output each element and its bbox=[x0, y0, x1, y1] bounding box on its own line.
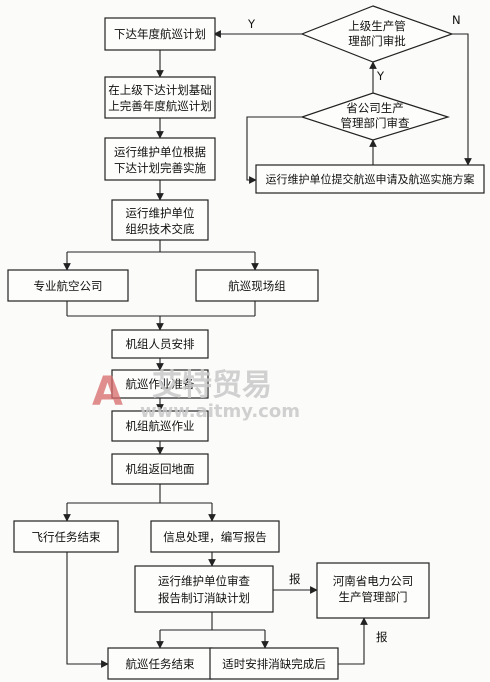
svg-text:航巡任务结束: 航巡任务结束 bbox=[126, 657, 195, 671]
node-perfect: 运行维护单位根据 下达计划完善实施 bbox=[104, 137, 216, 181]
label-yes-left: Y bbox=[247, 17, 256, 31]
svg-text:在上级下达计划基础: 在上级下达计划基础 bbox=[108, 83, 212, 97]
svg-text:适时安排消缺完成后: 适时安排消缺完成后 bbox=[222, 657, 326, 671]
label-report-1: 报 bbox=[289, 572, 301, 586]
node-prepare: 航巡作业准备 bbox=[111, 369, 209, 399]
node-review-diamond: 省公司生产 管理部门审查 bbox=[300, 92, 451, 141]
node-audit: 运行维护单位审查 报告制订消缺计划 bbox=[134, 565, 274, 613]
svg-text:运行维护单位提交航巡申请及航巡实施方案: 运行维护单位提交航巡申请及航巡实施方案 bbox=[266, 172, 475, 186]
node-approve-diamond: 上级生产管 理部门审批 bbox=[300, 5, 454, 63]
svg-text:专业航空公司: 专业航空公司 bbox=[34, 279, 103, 293]
svg-text:管理部门审查: 管理部门审查 bbox=[341, 116, 410, 130]
node-site-group: 航巡现场组 bbox=[195, 269, 319, 302]
node-flight-end: 飞行任务结束 bbox=[13, 520, 119, 553]
node-annual-plan: 下达年度航巡计划 bbox=[104, 17, 216, 51]
watermark-brand: 艾特贸易 bbox=[152, 368, 272, 403]
node-crew-patrol: 机组航巡作业 bbox=[111, 410, 209, 442]
label-no-right: N bbox=[452, 13, 461, 27]
svg-text:信息处理，编写报告: 信息处理，编写报告 bbox=[163, 530, 267, 544]
svg-text:机组返回地面: 机组返回地面 bbox=[126, 462, 195, 476]
svg-text:机组人员安排: 机组人员安排 bbox=[126, 337, 195, 351]
svg-text:机组航巡作业: 机组航巡作业 bbox=[126, 419, 195, 433]
watermark-url: www.aitmy.com bbox=[140, 401, 300, 422]
edge-fix-to-henan bbox=[338, 617, 368, 665]
svg-text:河南省电力公司: 河南省电力公司 bbox=[333, 574, 414, 588]
svg-text:下达年度航巡计划: 下达年度航巡计划 bbox=[114, 27, 206, 41]
node-info-proc: 信息处理，编写报告 bbox=[150, 520, 280, 553]
connectors bbox=[63, 30, 469, 668]
node-refine: 在上级下达计划基础 上完善年度航巡计划 bbox=[104, 76, 216, 119]
svg-text:组织技术交底: 组织技术交底 bbox=[126, 222, 195, 236]
svg-text:上级生产管: 上级生产管 bbox=[348, 19, 406, 33]
node-henan: 河南省电力公司 生产管理部门 bbox=[316, 562, 430, 619]
edge-approve-no-right bbox=[452, 33, 469, 72]
label-report-2: 报 bbox=[376, 630, 388, 644]
svg-text:上完善年度航巡计划: 上完善年度航巡计划 bbox=[108, 99, 212, 113]
svg-text:省公司生产: 省公司生产 bbox=[346, 101, 404, 115]
svg-text:运行维护单位: 运行维护单位 bbox=[126, 206, 195, 220]
svg-text:理部门审批: 理部门审批 bbox=[348, 34, 406, 48]
node-fix-done: 适时安排消缺完成后 bbox=[209, 647, 339, 680]
svg-text:运行维护单位审查: 运行维护单位审查 bbox=[158, 574, 250, 588]
svg-text:飞行任务结束: 飞行任务结束 bbox=[32, 530, 101, 544]
node-crew-arrange: 机组人员安排 bbox=[111, 329, 209, 359]
edge-review-back-to-submit bbox=[246, 116, 302, 184]
watermark-logo-a: A bbox=[92, 369, 123, 415]
svg-text:报告制订消缺计划: 报告制订消缺计划 bbox=[158, 591, 250, 605]
node-airline: 专业航空公司 bbox=[7, 269, 129, 302]
node-submit: 运行维护单位提交航巡申请及航巡实施方案 bbox=[255, 164, 485, 194]
svg-text:航巡作业准备: 航巡作业准备 bbox=[126, 377, 195, 391]
node-crew-return: 机组返回地面 bbox=[111, 453, 209, 485]
svg-text:生产管理部门: 生产管理部门 bbox=[339, 590, 408, 604]
edge-flight-end-to-patrol-end bbox=[66, 552, 109, 668]
svg-text:运行维护单位根据: 运行维护单位根据 bbox=[114, 145, 206, 159]
node-organize: 运行维护单位 组织技术交底 bbox=[111, 199, 209, 241]
label-yes-up: Y bbox=[376, 69, 385, 83]
node-patrol-end: 航巡任务结束 bbox=[107, 647, 213, 680]
svg-text:航巡现场组: 航巡现场组 bbox=[228, 279, 286, 293]
svg-text:下达计划完善实施: 下达计划完善实施 bbox=[114, 161, 206, 175]
watermark: A 艾特贸易 www.aitmy.com bbox=[92, 368, 300, 422]
